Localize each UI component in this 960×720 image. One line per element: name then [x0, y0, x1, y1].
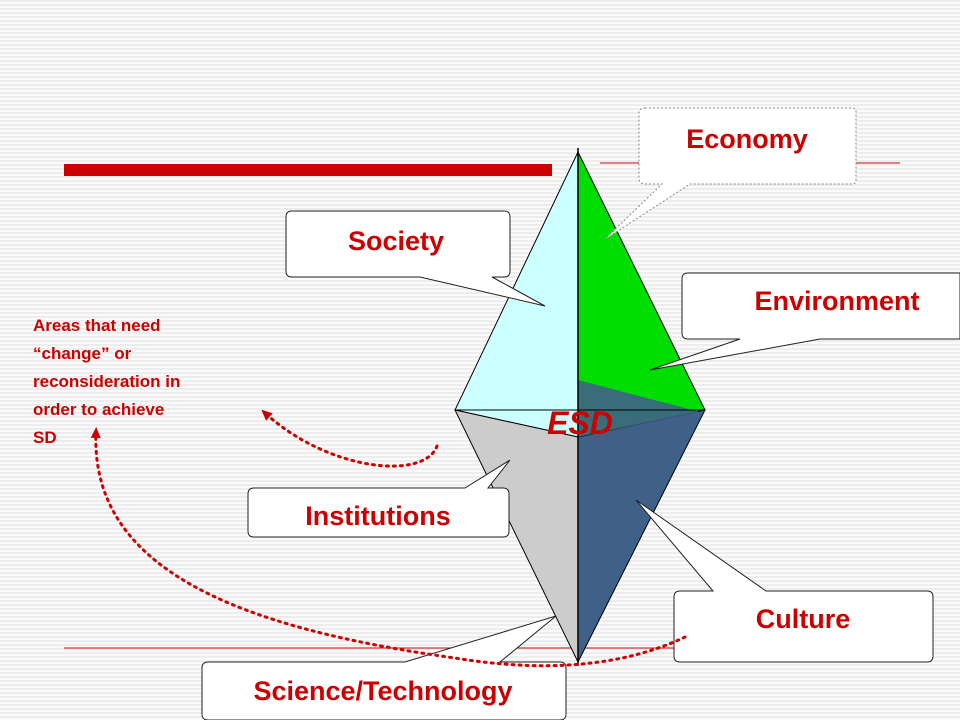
callout-institutions [247, 459, 511, 538]
note-line-2: “change” or [33, 344, 132, 363]
note-line-1: Areas that need [33, 316, 161, 335]
label-culture: Culture [756, 604, 851, 634]
label-economy: Economy [686, 124, 808, 154]
note-line-4: order to achieve [33, 400, 164, 419]
title-bar [64, 164, 552, 176]
label-environment: Environment [754, 286, 919, 316]
label-society: Society [348, 226, 444, 256]
note-line-5: SD [33, 428, 57, 447]
dotted-arrow-upper [261, 409, 439, 468]
callout-economy [603, 107, 857, 241]
note-line-3: reconsideration in [33, 372, 180, 391]
callout-society [285, 210, 546, 307]
callout-environment [649, 272, 960, 371]
center-label-esd: ESD [547, 405, 613, 441]
label-institutions: Institutions [305, 501, 450, 531]
dotted-arrow-lower [90, 427, 687, 668]
label-science: Science/Technology [253, 676, 512, 706]
callout-culture [635, 499, 934, 663]
back-face-sliver [578, 380, 700, 437]
